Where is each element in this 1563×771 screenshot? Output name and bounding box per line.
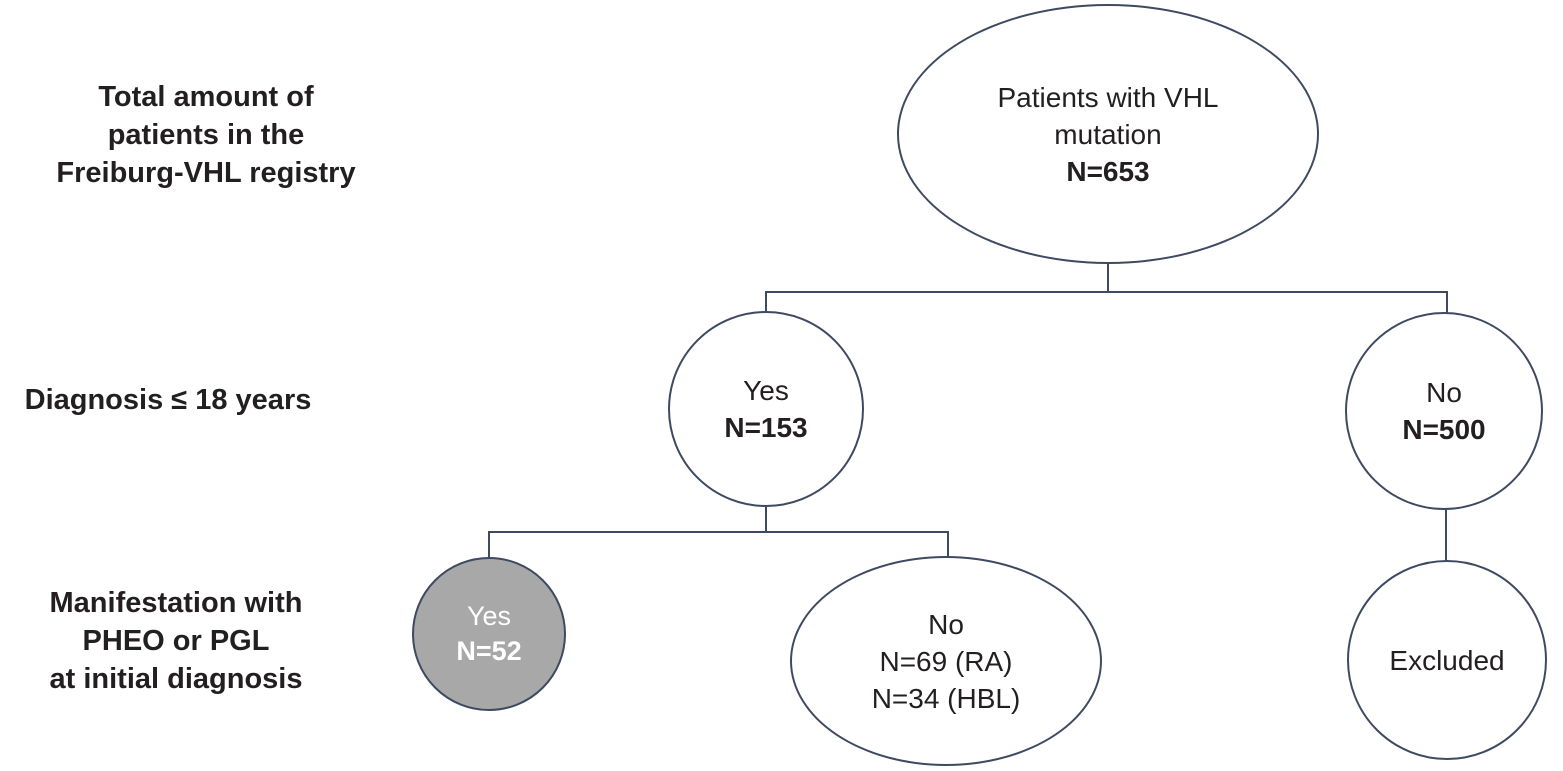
row-label-manifestation: Manifestation with PHEO or PGL at initia… (49, 587, 303, 695)
row-label-registry-total: Total amount of patients in the Freiburg… (56, 81, 356, 189)
connector-no500-to-excluded (1445, 508, 1447, 562)
node-manifestation-pheo-pgl-no: No N=69 (RA) N=34 (HBL) (790, 556, 1102, 766)
node-count: N=500 (1402, 414, 1486, 445)
node-diagnosis-under18-no: No N=500 (1345, 312, 1543, 510)
connector-row2-right-stub (1446, 291, 1448, 314)
node-patients-with-vhl-mutation: Patients with VHL mutation N=653 (897, 4, 1319, 264)
connector-root-stem (1107, 263, 1109, 293)
node-label: Excluded (1389, 644, 1505, 676)
node-label: Yes (743, 375, 789, 406)
node-count: N=653 (1066, 155, 1150, 187)
node-manifestation-pheo-pgl-yes: Yes N=52 (412, 557, 566, 711)
connector-row3-horizontal (488, 531, 949, 533)
node-diagnosis-under18-yes: Yes N=153 (668, 311, 864, 507)
node-label: Yes (466, 601, 512, 631)
connector-yes153-stem (765, 505, 767, 533)
node-excluded: Excluded (1347, 560, 1547, 760)
connector-row3-left-stub (488, 531, 490, 559)
connector-row3-right-stub (947, 531, 949, 558)
node-label: No N=69 (RA) N=34 (HBL) (871, 608, 1021, 714)
node-count: N=153 (724, 412, 808, 443)
connector-row2-left-stub (765, 291, 767, 313)
node-label: Patients with VHL mutation (997, 81, 1219, 150)
node-count: N=52 (456, 636, 522, 666)
row-label-diagnosis-age: Diagnosis ≤ 18 years (24, 384, 312, 416)
connector-row2-horizontal (765, 291, 1448, 293)
node-label: No (1426, 377, 1462, 408)
